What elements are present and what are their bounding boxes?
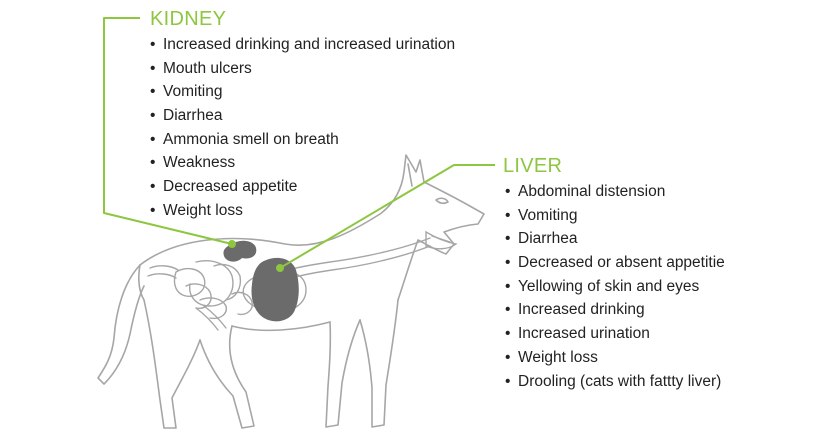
kidney-callout-line — [103, 17, 233, 245]
liver-symptom-item: Drooling (cats with fattty liver) — [505, 370, 725, 394]
liver-symptom-item: Yellowing of skin and eyes — [505, 275, 725, 299]
liver-symptom-item: Decreased or absent appetitie — [505, 251, 725, 275]
liver-symptom-list: Abdominal distensionVomitingDiarrheaDecr… — [505, 180, 725, 393]
kidney-symptom-item: Increased drinking and increased urinati… — [150, 33, 455, 57]
kidney-symptom-item: Weakness — [150, 151, 455, 175]
kidney-symptom-item: Decreased appetite — [150, 175, 455, 199]
digestive-tract — [147, 230, 458, 331]
kidney-symptom-item: Mouth ulcers — [150, 57, 455, 81]
liver-symptom-item: Weight loss — [505, 346, 725, 370]
kidney-callout-dot — [228, 240, 236, 248]
kidney-symptom-item: Weight loss — [150, 199, 455, 223]
liver-symptom-item: Abdominal distension — [505, 180, 725, 204]
kidney-title: KIDNEY — [150, 8, 227, 30]
liver-symptom-item: Increased urination — [505, 322, 725, 346]
liver-title: LIVER — [503, 155, 563, 177]
liver-symptom-item: Increased drinking — [505, 298, 725, 322]
kidney-symptom-item: Diarrhea — [150, 104, 455, 128]
liver-symptom-item: Vomiting — [505, 204, 725, 228]
liver-organ — [251, 257, 299, 322]
liver-callout-dot — [276, 264, 284, 272]
kidney-symptom-item: Vomiting — [150, 80, 455, 104]
kidney-symptom-item: Ammonia smell on breath — [150, 128, 455, 152]
kidney-symptom-list: Increased drinking and increased urinati… — [150, 33, 455, 223]
liver-symptom-item: Diarrhea — [505, 227, 725, 251]
